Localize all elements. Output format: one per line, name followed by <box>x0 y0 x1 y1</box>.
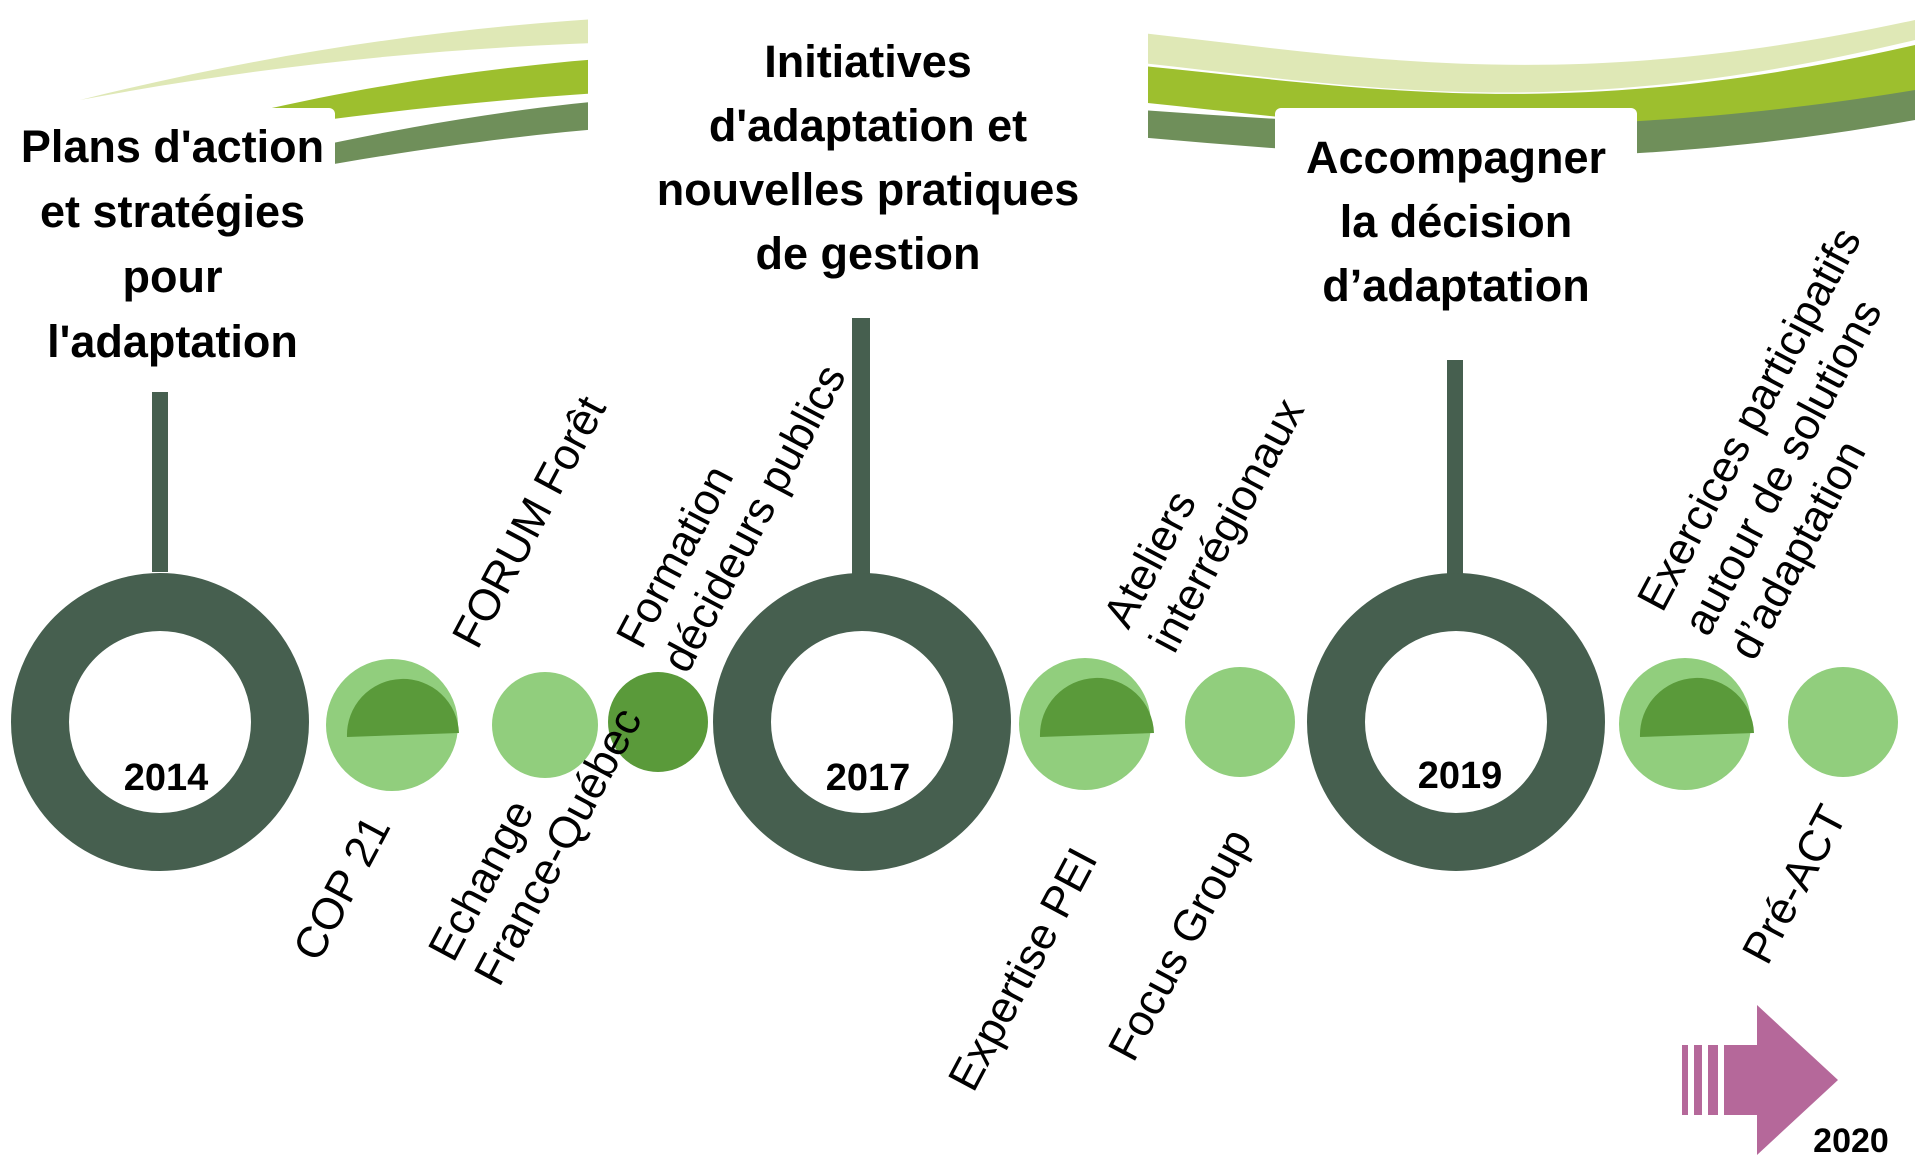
arrow-stripe-1 <box>1682 1045 1688 1115</box>
swoosh-pale <box>80 12 1915 100</box>
title-right-line-2: la décision <box>1339 196 1573 247</box>
arrow-stripe-2 <box>1694 1045 1702 1115</box>
ring-2019 <box>1307 573 1605 871</box>
node-echange <box>492 672 598 778</box>
ring-2017 <box>713 573 1011 871</box>
year-2019: 2019 <box>1418 755 1503 797</box>
title-right-line-1: Accompagner <box>1305 132 1607 183</box>
stem-2017 <box>852 318 870 574</box>
title-left-line-4: l'adaptation <box>47 316 298 367</box>
arrow-2020 <box>1682 1005 1838 1155</box>
stem-2019 <box>1447 360 1463 574</box>
title-center-line-4: de gestion <box>755 228 981 279</box>
year-2014: 2014 <box>124 757 209 799</box>
title-right-line-3: d’adaptation <box>1322 260 1590 311</box>
year-2020: 2020 <box>1813 1122 1889 1158</box>
ring-2014 <box>11 573 309 871</box>
title-initiatives: Initiatives d'adaptation et nouvelles pr… <box>588 12 1148 286</box>
title-left-line-3: pour <box>122 251 223 302</box>
node-focus-group <box>1185 667 1295 777</box>
stem-2014 <box>152 392 168 572</box>
node-exercices-inner <box>1639 677 1754 737</box>
title-center-line-1: Initiatives <box>764 36 972 87</box>
title-left-line-1: Plans d'action <box>20 121 325 172</box>
arrow-body <box>1724 1005 1838 1155</box>
title-left-line-2: et stratégies <box>39 186 306 237</box>
node-cop21-inner <box>346 678 459 737</box>
title-center-line-2: d'adaptation et <box>708 100 1028 151</box>
node-formation <box>608 672 708 772</box>
title-center-line-3: nouvelles pratiques <box>656 164 1080 215</box>
arrow-stripe-3 <box>1708 1045 1718 1115</box>
node-pre-act <box>1788 667 1898 777</box>
node-expertise-inner <box>1039 677 1154 737</box>
title-accompagner: Accompagner la décision d’adaptation <box>1275 108 1637 318</box>
year-2017: 2017 <box>826 757 911 799</box>
title-plans-action: Plans d'action et stratégies pour l'adap… <box>10 108 335 374</box>
